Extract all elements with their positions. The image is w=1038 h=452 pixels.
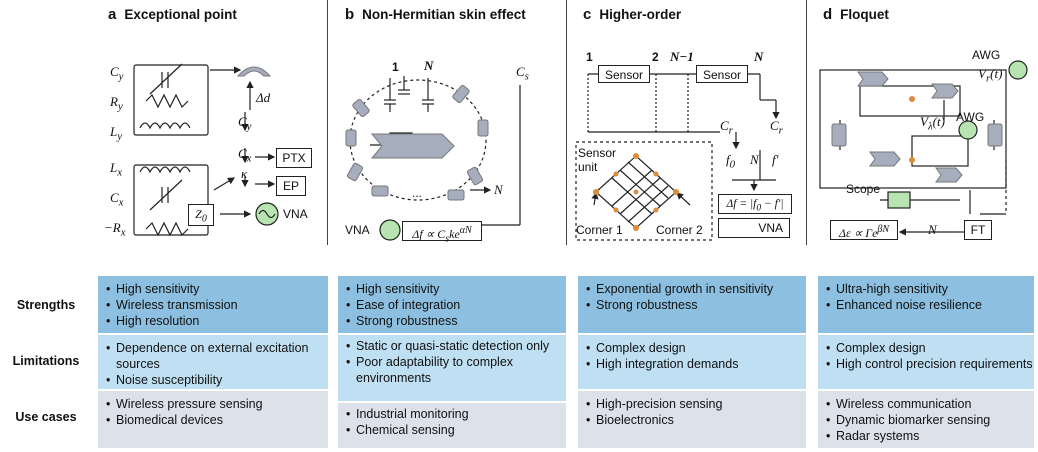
row-label-strengths: Strengths [16,298,76,312]
label-awg-2: AWG [956,110,985,124]
panel-letter: b [345,6,355,23]
vna-source-icon [379,219,401,241]
label-delta-d: Δd [256,90,271,105]
delta-formula-box: Δf = |f0 − f′| [718,194,792,214]
panel-title-text: Non-Hermitian skin effect [362,7,526,22]
divider-ab [327,0,328,245]
ptx-box: PTX [276,148,312,168]
panel-title-text: Exceptional point [124,7,237,22]
cell-a-strengths: High sensitivityWireless transmissionHig… [98,276,328,333]
cell-c-strengths: Exponential growth in sensitivityStrong … [578,276,806,333]
formula-b: Δf ∝ CskeαN [402,221,482,244]
label-cr-2: Cr [770,118,783,137]
label-cs: Cs [516,64,529,83]
label-ly: Ly [110,124,123,143]
label-cx-coupling: Cx [238,146,252,165]
panel-a-circuit-top [133,63,209,136]
label-vr: Vr(t) [978,66,1003,85]
label-awg-1: AWG [972,48,1001,62]
label-rx: −Rx [104,220,126,239]
panel-letter: a [108,6,117,23]
label-n-arrow: N [494,182,503,197]
label-cr-1: Cr [720,118,733,137]
row-label-limitations: Limitations [12,354,80,368]
ft-box: FT [964,220,992,240]
label-lx: Lx [110,160,123,179]
panel-b-title: b Non-Hermitian skin effect [345,6,526,23]
label-ry: Ry [110,94,123,113]
z0-box: Z0 [188,204,214,226]
ep-box: EP [276,176,306,196]
panel-d-nodes [909,96,915,163]
row-label-use-cases: Use cases [15,410,77,424]
cell-d-limitations: Complex designHigh control precision req… [818,335,1034,389]
scope-icon [887,191,911,209]
label-node-1: 1 [392,60,399,74]
label-n-d: N [928,222,937,237]
label-cx: Cx [110,190,124,209]
label-dots: ... [412,186,423,200]
label-vna-b: VNA [345,223,370,237]
label-corner-2: Corner 2 [656,223,703,237]
vna-box-c: VNA [718,218,790,238]
label-kappa: κ [241,166,248,181]
panel-c-nodes [593,153,679,231]
awg-source-icon [958,120,978,140]
panel-title-text: Higher-order [599,7,682,22]
panel-d-circuit [819,69,1007,236]
diagrams-svg [133,60,1028,241]
label-c-n: N [754,49,764,64]
awg-source-icon [1008,60,1028,80]
label-f0: f0 [726,152,736,171]
label-sensor-unit: Sensor unit [578,146,617,174]
electrode-icon [236,66,272,77]
label-vna-a: VNA [283,207,308,221]
sensor-box-1: Sensor [598,65,650,83]
panel-c-title: c Higher-order [583,6,681,23]
label-c-1: 1 [586,50,593,64]
divider-cd [806,0,807,245]
cell-a-use-cases: Wireless pressure sensingBiomedical devi… [98,391,328,448]
label-node-n: N [424,58,434,73]
cell-b-strengths: High sensitivityEase of integrationStron… [338,276,566,333]
formula-d: Δε ∝ ΓeβN [830,220,898,240]
divider-bc [566,0,567,245]
label-c-n1: N−1 [670,49,694,64]
panel-d-gray-components [831,71,1003,183]
label-n-mid: N [750,152,759,167]
panel-b-gray-components [345,84,489,201]
cell-b-use-cases: Industrial monitoringChemical sensing [338,403,566,448]
panel-letter: d [823,6,833,23]
panel-letter: c [583,6,592,23]
label-vl: Vλ(t) [920,114,945,133]
cell-d-strengths: Ultra-high sensitivityEnhanced noise res… [818,276,1034,333]
panel-title-text: Floquet [840,7,889,22]
panel-a-circuit-bottom [133,164,209,237]
cell-c-use-cases: High-precision sensingBioelectronics [578,391,806,448]
sensor-box-n: Sensor [696,65,748,83]
cell-c-limitations: Complex designHigh integration demands [578,335,806,389]
panel-a-title: a Exceptional point [108,6,237,23]
cell-b-limitations: Static or quasi-static detection onlyPoo… [338,335,566,401]
label-scope: Scope [846,182,881,196]
panel-d-title: d Floquet [823,6,889,23]
label-cy: Cy [110,64,124,83]
label-c-2: 2 [652,50,659,64]
label-fprime: f′ [772,152,779,167]
label-corner-1: Corner 1 [576,223,623,237]
cell-d-use-cases: Wireless communicationDynamic biomarker … [818,391,1034,448]
label-cy-coupling: Cy [238,114,252,133]
cell-a-limitations: Dependence on external excitation source… [98,335,328,389]
